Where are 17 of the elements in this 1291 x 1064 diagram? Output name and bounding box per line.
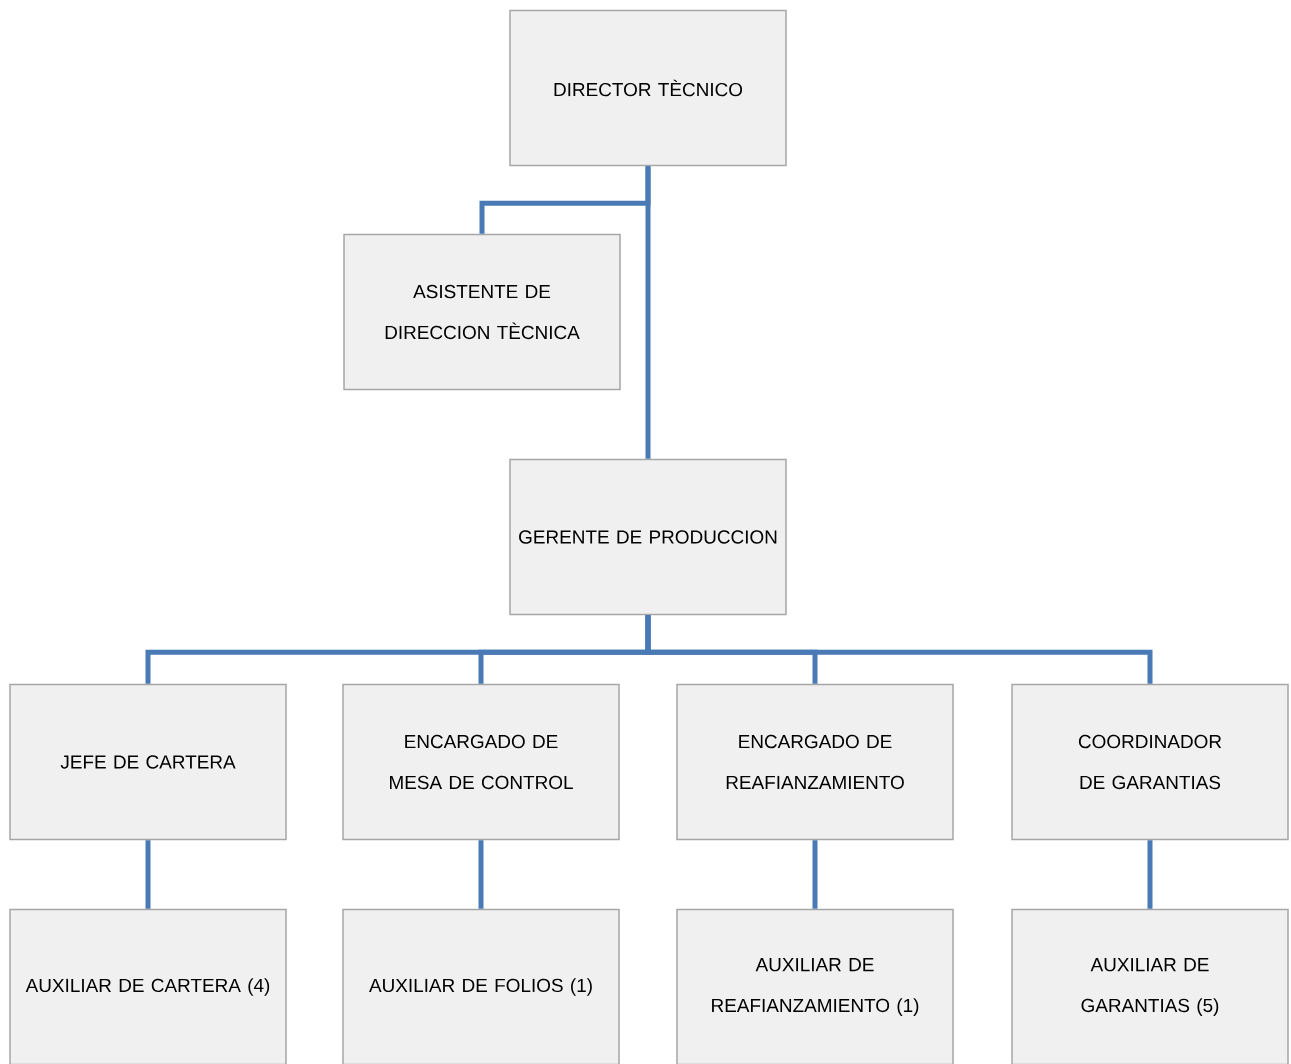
box: JEFE DE CARTERA [9,683,287,841]
box: AUXILIAR DE FOLIOS (1) [342,908,620,1064]
box: AUXILIAR DE CARTERA (4) [9,908,287,1064]
box: DIRECTOR TÈCNICO [509,9,787,167]
connector-line [645,615,1153,684]
box: GERENTE DE PRODUCCION [509,458,787,616]
connector-line [479,166,651,234]
box: ASISTENTE DE DIRECCION TÈCNICA [343,233,621,391]
box: ENCARGADO DE REAFIANZAMIENTO [676,683,954,841]
box: AUXILIAR DE REAFIANZAMIENTO (1) [676,908,954,1064]
box: COORDINADOR DE GARANTIAS [1011,683,1289,841]
box: AUXILIAR DE GARANTIAS (5) [1011,908,1289,1064]
connector-line [812,840,818,909]
connector-line [145,840,151,909]
box: ENCARGADO DE MESA DE CONTROL [342,683,620,841]
connector-line [478,840,484,909]
connector-line [1147,840,1153,909]
